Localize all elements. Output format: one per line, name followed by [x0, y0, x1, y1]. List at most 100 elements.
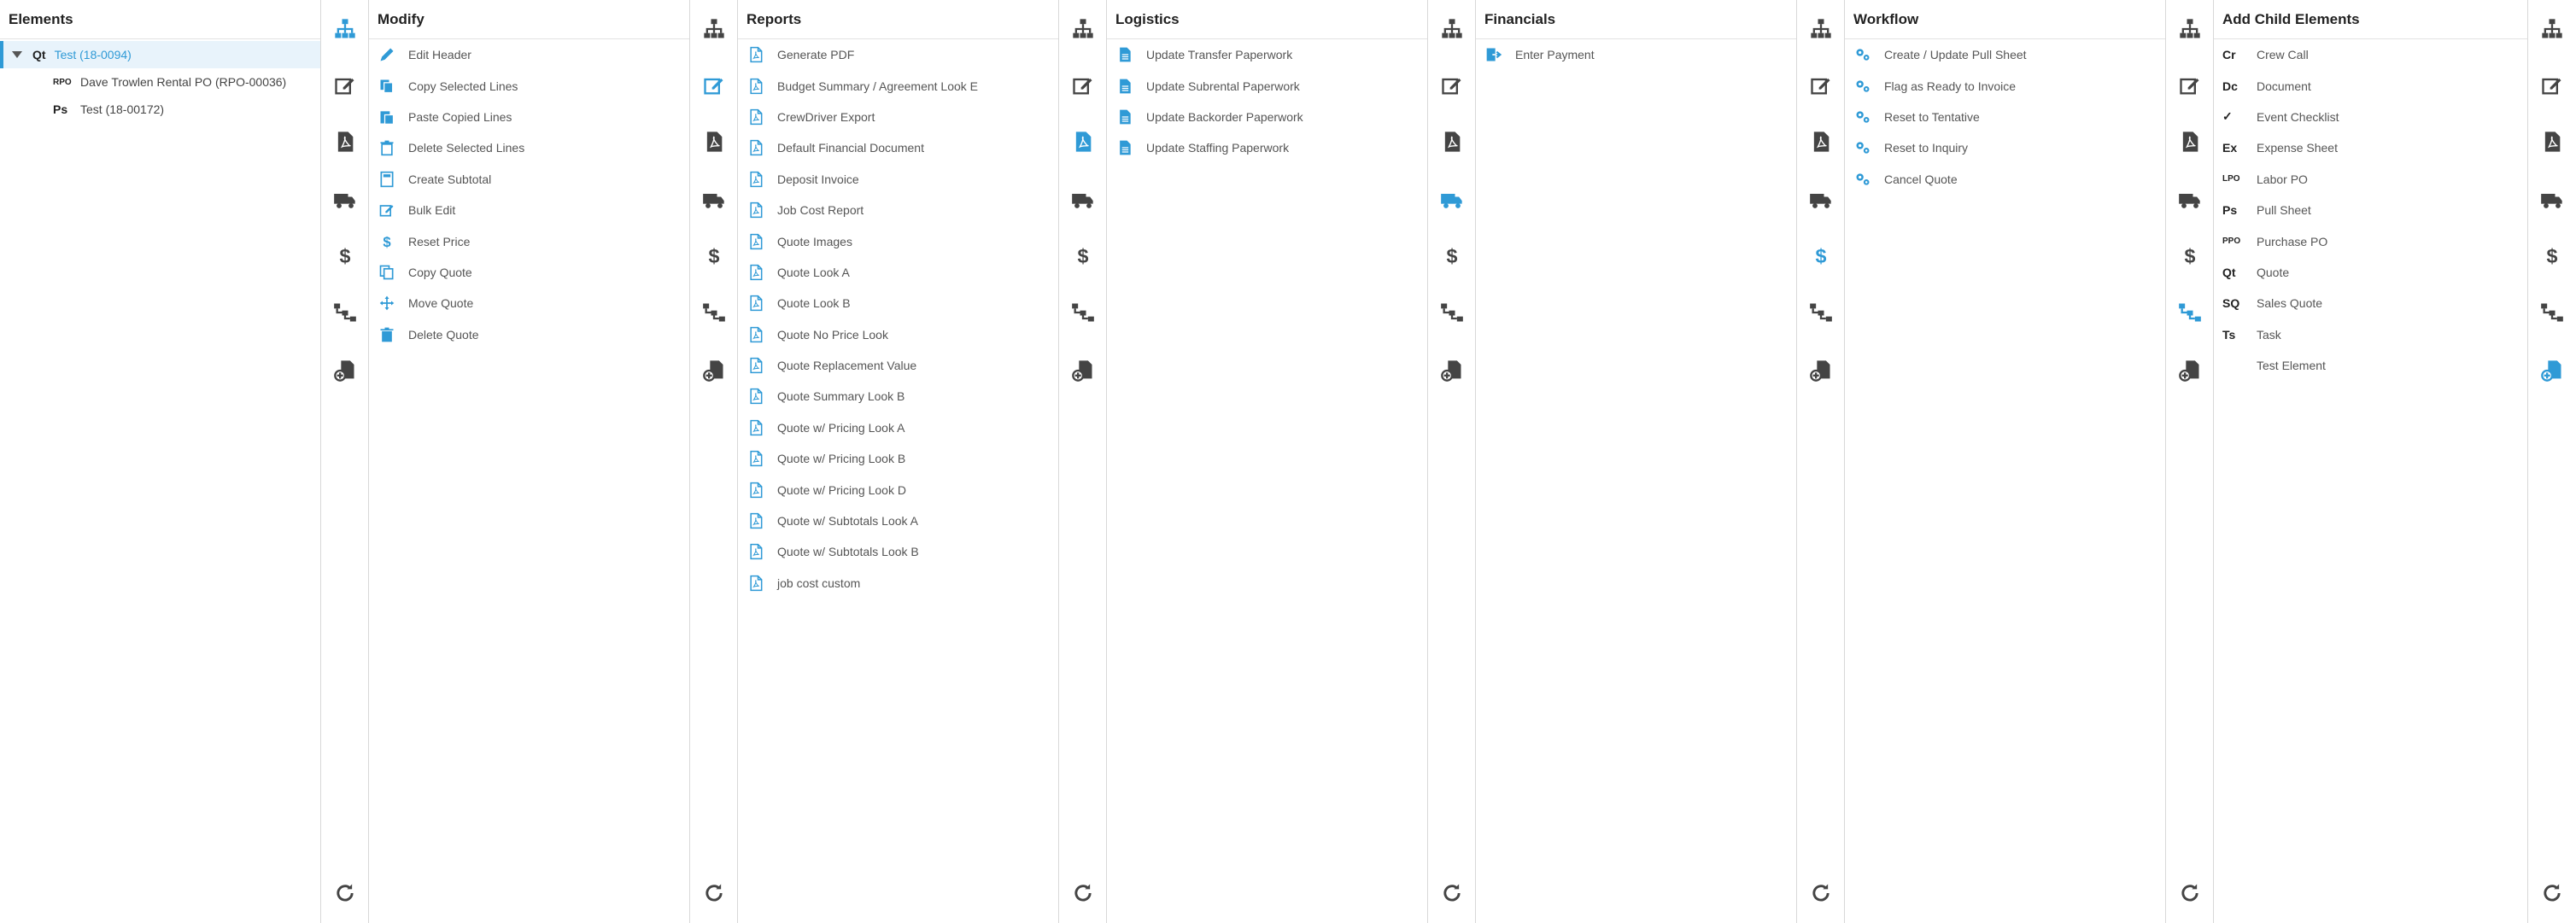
refresh-icon[interactable] [700, 879, 728, 907]
report-generate-pdf[interactable]: Generate PDF [738, 39, 1058, 70]
truck-icon[interactable] [331, 186, 359, 213]
refresh-icon[interactable] [1069, 879, 1097, 907]
menu-bulk-edit[interactable]: Bulk Edit [369, 195, 689, 225]
workflow-icon[interactable] [331, 299, 359, 326]
workflow-icon[interactable] [1807, 299, 1835, 326]
dollar-icon[interactable]: $ [1438, 242, 1466, 270]
workflow-cancel-quote[interactable]: Cancel Quote [1845, 164, 2165, 195]
tree-item-pull-sheet[interactable]: Ps Test (18-00172) [0, 96, 320, 123]
logistics-update-transfer-paperwork[interactable]: Update Transfer Paperwork [1107, 39, 1427, 70]
truck-icon[interactable] [700, 186, 728, 213]
dollar-icon[interactable]: $ [1807, 242, 1835, 270]
dollar-icon[interactable]: $ [2538, 242, 2566, 270]
pdf-icon[interactable] [1069, 128, 1097, 155]
logistics-update-staffing-paperwork[interactable]: Update Staffing Paperwork [1107, 132, 1427, 163]
add-document-icon[interactable] [1438, 357, 1466, 384]
logistics-update-subrental-paperwork[interactable]: Update Subrental Paperwork [1107, 70, 1427, 101]
hierarchy-icon[interactable] [2176, 15, 2204, 43]
workflow-icon[interactable] [2176, 299, 2204, 326]
add-document-icon[interactable] [1069, 357, 1097, 384]
dollar-icon[interactable]: $ [2176, 242, 2204, 270]
menu-enter-payment[interactable]: Enter Payment [1476, 39, 1796, 70]
hierarchy-icon[interactable] [2538, 15, 2566, 43]
logistics-update-backorder-paperwork[interactable]: Update Backorder Paperwork [1107, 102, 1427, 132]
refresh-icon[interactable] [1807, 879, 1835, 907]
pdf-icon[interactable] [1438, 128, 1466, 155]
report-quote-images[interactable]: Quote Images [738, 225, 1058, 256]
workflow-reset-to-tentative[interactable]: Reset to Tentative [1845, 102, 2165, 132]
edit-icon[interactable] [2538, 72, 2566, 99]
chevron-down-icon[interactable] [12, 51, 22, 58]
edit-icon[interactable] [1807, 72, 1835, 99]
hierarchy-icon[interactable] [1807, 15, 1835, 43]
workflow-icon[interactable] [2538, 299, 2566, 326]
edit-icon[interactable] [700, 72, 728, 99]
edit-icon[interactable] [2176, 72, 2204, 99]
tree-item-quote[interactable]: Qt Test (18-0094) [0, 41, 320, 68]
report-quote-w-pricing-look-a[interactable]: Quote w/ Pricing Look A [738, 412, 1058, 443]
edit-icon[interactable] [331, 72, 359, 99]
report-quote-w-subtotals-look-b[interactable]: Quote w/ Subtotals Look B [738, 536, 1058, 567]
dollar-icon[interactable]: $ [1069, 242, 1097, 270]
hierarchy-icon[interactable] [331, 15, 359, 43]
hierarchy-icon[interactable] [1069, 15, 1097, 43]
edit-icon[interactable] [1438, 72, 1466, 99]
workflow-icon[interactable] [1069, 299, 1097, 326]
add-child-test-element[interactable]: Test Element [2214, 350, 2527, 381]
menu-copy-quote[interactable]: Copy Quote [369, 257, 689, 288]
menu-copy-selected-lines[interactable]: Copy Selected Lines [369, 70, 689, 101]
refresh-icon[interactable] [1438, 879, 1466, 907]
truck-icon[interactable] [2538, 186, 2566, 213]
report-quote-look-b[interactable]: Quote Look B [738, 288, 1058, 318]
hierarchy-icon[interactable] [1438, 15, 1466, 43]
edit-icon[interactable] [1069, 72, 1097, 99]
add-child-event-checklist[interactable]: ✓Event Checklist [2214, 102, 2527, 132]
report-quote-w-pricing-look-d[interactable]: Quote w/ Pricing Look D [738, 474, 1058, 505]
truck-icon[interactable] [1807, 186, 1835, 213]
pdf-icon[interactable] [1807, 128, 1835, 155]
truck-icon[interactable] [1069, 186, 1097, 213]
truck-icon[interactable] [2176, 186, 2204, 213]
menu-delete-quote[interactable]: Delete Quote [369, 319, 689, 350]
report-default-financial-document[interactable]: Default Financial Document [738, 132, 1058, 163]
add-document-icon[interactable] [2538, 357, 2566, 384]
workflow-icon[interactable] [700, 299, 728, 326]
pdf-icon[interactable] [700, 128, 728, 155]
report-job-cost-report[interactable]: Job Cost Report [738, 195, 1058, 225]
pdf-icon[interactable] [2176, 128, 2204, 155]
workflow-reset-to-inquiry[interactable]: Reset to Inquiry [1845, 132, 2165, 163]
report-quote-replacement-value[interactable]: Quote Replacement Value [738, 350, 1058, 381]
workflow-create-update-pull-sheet[interactable]: Create / Update Pull Sheet [1845, 39, 2165, 70]
menu-paste-copied-lines[interactable]: Paste Copied Lines [369, 102, 689, 132]
dollar-icon[interactable]: $ [331, 242, 359, 270]
menu-create-subtotal[interactable]: Create Subtotal [369, 164, 689, 195]
report-deposit-invoice[interactable]: Deposit Invoice [738, 164, 1058, 195]
report-quote-w-pricing-look-b[interactable]: Quote w/ Pricing Look B [738, 443, 1058, 474]
workflow-icon[interactable] [1438, 299, 1466, 326]
report-crewdriver-export[interactable]: CrewDriver Export [738, 102, 1058, 132]
tree-item-rental-po[interactable]: RPO Dave Trowlen Rental PO (RPO-00036) [0, 68, 320, 96]
refresh-icon[interactable] [2176, 879, 2204, 907]
report-quote-w-subtotals-look-a[interactable]: Quote w/ Subtotals Look A [738, 505, 1058, 536]
report-quote-summary-look-b[interactable]: Quote Summary Look B [738, 381, 1058, 412]
add-document-icon[interactable] [2176, 357, 2204, 384]
refresh-icon[interactable] [2538, 879, 2566, 907]
add-document-icon[interactable] [331, 357, 359, 384]
workflow-flag-as-ready-to-invoice[interactable]: Flag as Ready to Invoice [1845, 70, 2165, 101]
truck-icon[interactable] [1438, 186, 1466, 213]
report-budget-summary-agreement-look-e[interactable]: Budget Summary / Agreement Look E [738, 70, 1058, 101]
add-document-icon[interactable] [700, 357, 728, 384]
pdf-icon[interactable] [331, 128, 359, 155]
dollar-icon[interactable]: $ [700, 242, 728, 270]
report-quote-no-price-look[interactable]: Quote No Price Look [738, 319, 1058, 350]
menu-move-quote[interactable]: Move Quote [369, 288, 689, 318]
hierarchy-icon[interactable] [700, 15, 728, 43]
menu-edit-header[interactable]: Edit Header [369, 39, 689, 70]
